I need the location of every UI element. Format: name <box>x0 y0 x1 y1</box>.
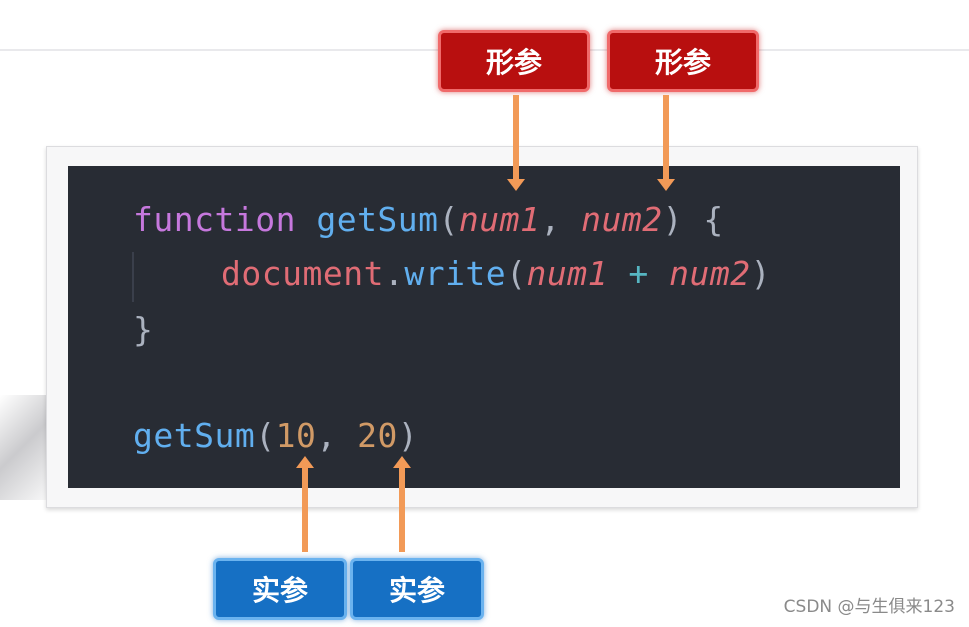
code-line-document-write: document.write(num1 + num2) <box>221 254 771 294</box>
call-function-name: getSum <box>133 416 256 455</box>
number-10: 10 <box>275 416 317 455</box>
plus-operator: + <box>608 254 670 293</box>
comma: , <box>540 200 582 239</box>
open-paren: ( <box>255 416 276 455</box>
code-line-close-brace: } <box>133 310 153 350</box>
keyword-function: function <box>133 200 296 239</box>
code-line-function-declaration: function getSum(num1, num2) { <box>133 200 724 240</box>
code-panel <box>68 166 900 488</box>
close-paren-brace: ) { <box>662 200 724 239</box>
arrow-down-icon-num1 <box>507 95 525 191</box>
indent-guide <box>132 252 134 302</box>
actual-param-label-2: 实参 <box>350 558 484 620</box>
code-line-function-call: getSum(10, 20) <box>133 416 418 456</box>
close-paren: ) <box>397 416 419 455</box>
watermark: CSDN @与生俱来123 <box>783 597 955 617</box>
object-document: document <box>221 254 384 293</box>
open-paren: ( <box>438 200 459 239</box>
actual-param-label-1: 实参 <box>213 558 347 620</box>
arrow-up-icon-20 <box>393 456 411 552</box>
dot: . <box>383 254 405 293</box>
close-brace: } <box>133 310 154 349</box>
formal-param-label-2: 形参 <box>607 30 759 92</box>
arg-num2: num2 <box>669 254 751 293</box>
param-num2: num2 <box>581 200 663 239</box>
comma: , <box>316 416 358 455</box>
function-name: getSum <box>316 200 439 239</box>
arrow-up-icon-10 <box>296 456 314 552</box>
param-num1: num1 <box>458 200 541 239</box>
number-20: 20 <box>357 416 398 455</box>
arrow-down-icon-num2 <box>657 95 675 191</box>
open-paren: ( <box>506 254 527 293</box>
close-paren: ) <box>750 254 771 293</box>
arg-num1: num1 <box>526 254 609 293</box>
formal-param-label-1: 形参 <box>438 30 590 92</box>
method-write: write <box>404 254 507 293</box>
